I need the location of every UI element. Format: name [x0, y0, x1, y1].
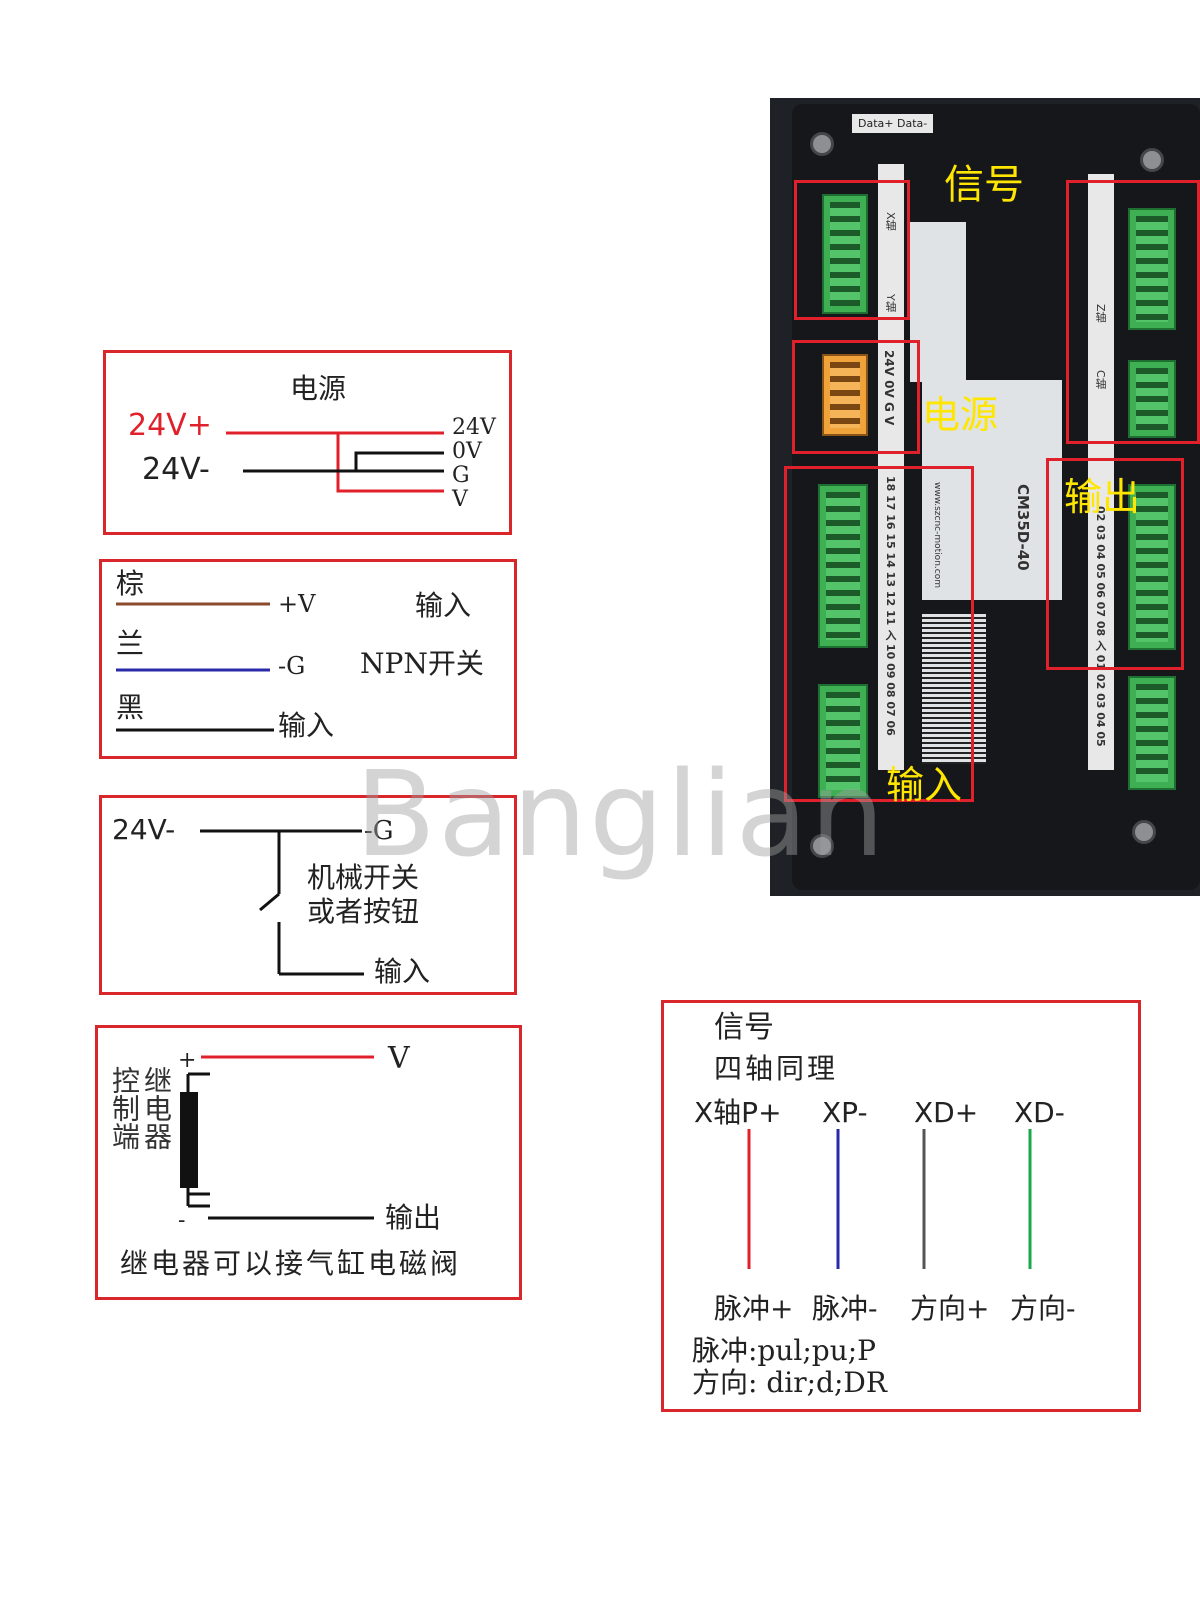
input-pin-row: 18 17 16 15 14 13 12 11 入 10 09 08 07 06 [884, 476, 897, 736]
signal-highlight [1066, 180, 1200, 444]
product-label [922, 380, 1062, 600]
power-title: 电源 [290, 372, 347, 405]
data-port-label: Data+ Data- [852, 114, 934, 133]
controller-panel: Data+ Data- 24V 0V G V 18 17 16 15 14 13… [784, 104, 1200, 890]
axis-label-z: Z轴 [1094, 304, 1107, 323]
relay-pin-output: 输出 [385, 1201, 442, 1234]
input-highlight [784, 466, 974, 802]
power-pin-24v: 24V [452, 415, 496, 440]
signal-bottom-label-pulse-minus: 脉冲- [812, 1292, 878, 1325]
axis-terminal-right-upper [1128, 208, 1176, 330]
signal-top-label-xp-plus: X轴P+ [694, 1096, 782, 1129]
relay-side-label-1: 继电器 [140, 1066, 173, 1150]
right-pin-strip [1088, 174, 1114, 770]
axis-label-c: C轴 [1094, 370, 1107, 389]
npn-switch-label: NPN开关 [360, 647, 484, 680]
axis-label-x: X轴 [884, 212, 897, 231]
power-terminal [822, 354, 868, 436]
mech-pin-g: -G [364, 816, 394, 846]
controller-photo: Data+ Data- 24V 0V G V 18 17 16 15 14 13… [770, 98, 1200, 896]
wire-blue-label: 兰 [116, 627, 145, 660]
axis-label-y: Y轴 [884, 294, 897, 312]
signal-top-label-xd-minus: XD- [1014, 1096, 1065, 1129]
power-pin-row: 24V 0V G V [882, 350, 896, 426]
signal-bottom-label-pulse-plus: 脉冲+ [714, 1292, 794, 1325]
signal-bottom-label-dir-plus: 方向+ [910, 1292, 990, 1325]
signal-note-pulse: 脉冲:pul;pu;P [692, 1334, 877, 1367]
npn-switch-diagram: 棕 兰 黑 +V -G 输入 输入 NPN开关 [99, 559, 517, 759]
power-highlight [792, 340, 920, 454]
relay-diagram: + - V 输出 继电器 控制端 继电器可以接气缸电磁阀 [95, 1025, 522, 1300]
signal-top-label-xd-plus: XD+ [914, 1096, 979, 1129]
signal-wires [747, 1129, 1032, 1269]
npn-pin-input: 输入 [278, 709, 335, 742]
signal-diagram: 信号 四轴同理 X轴P+ XP- XD+ XD- 脉冲+ 脉冲- 方向+ 方向-… [661, 1000, 1141, 1412]
output-pin-row: 02 03 04 05 06 07 08 入 01 02 03 04 05 [1094, 506, 1107, 747]
input-terminal-lower [818, 684, 868, 798]
mech-switch-label-1: 机械开关 [307, 861, 420, 894]
signal-subtitle: 四轴同理 [714, 1052, 839, 1085]
photo-label-output: 输出 [1064, 475, 1141, 519]
signal-top-label-xp-minus: XP- [822, 1096, 868, 1129]
relay-plus-label: + [178, 1048, 197, 1073]
mount-hole-icon [1140, 148, 1164, 172]
output-terminal-lower [1128, 676, 1176, 790]
mech-switch-label-2: 或者按钮 [307, 895, 420, 928]
signal-highlight [794, 180, 910, 320]
model-number: CM35D-40 [1014, 484, 1032, 571]
mech-switch-wiring [200, 829, 364, 976]
power-negative-label: 24V- [142, 452, 210, 487]
signal-title: 信号 [714, 1010, 774, 1045]
power-pin-g: G [452, 463, 470, 488]
output-highlight [1046, 458, 1184, 670]
output-terminal-upper [1128, 484, 1176, 650]
axis-terminal-left [822, 194, 868, 314]
power-diagram: 电源 24V+ 24V- 24V 0V G V [103, 350, 512, 535]
photo-label-input: 输入 [886, 763, 963, 807]
wire-black-label: 黑 [116, 691, 145, 724]
photo-label-power: 电源 [922, 393, 999, 437]
npn-pin-v: +V [278, 590, 316, 618]
power-wiring [226, 431, 444, 493]
barcode-label [922, 614, 986, 764]
power-positive-label: 24V+ [128, 408, 212, 443]
relay-pin-v: V [388, 1041, 410, 1076]
input-terminal-upper [818, 484, 868, 648]
relay-side-label-2: 控制端 [108, 1066, 141, 1150]
axis-terminal-right-lower [1128, 360, 1176, 438]
website-text: www.szcnc-motion.com [932, 482, 942, 588]
mech-negative-label: 24V- [112, 813, 176, 846]
npn-input-label: 输入 [415, 589, 472, 622]
signal-bottom-label-dir-minus: 方向- [1010, 1292, 1076, 1325]
mount-hole-icon [810, 132, 834, 156]
relay-note: 继电器可以接气缸电磁阀 [120, 1247, 462, 1280]
npn-pin-g: -G [278, 652, 306, 680]
npn-wiring [116, 602, 274, 732]
power-pin-0v: 0V [452, 439, 482, 464]
mech-pin-input: 输入 [374, 955, 431, 988]
relay-wiring [180, 1055, 374, 1220]
mechanical-switch-diagram: 24V- -G 机械开关 或者按钮 输入 [99, 795, 517, 995]
mount-hole-icon [1132, 820, 1156, 844]
wire-brown-label: 棕 [116, 567, 145, 600]
power-pin-v: V [452, 487, 468, 512]
signal-note-direction: 方向: dir;d;DR [692, 1366, 887, 1399]
relay-minus-label: - [178, 1208, 186, 1233]
mount-hole-icon [810, 834, 834, 858]
photo-label-signal: 信号 [944, 162, 1024, 208]
